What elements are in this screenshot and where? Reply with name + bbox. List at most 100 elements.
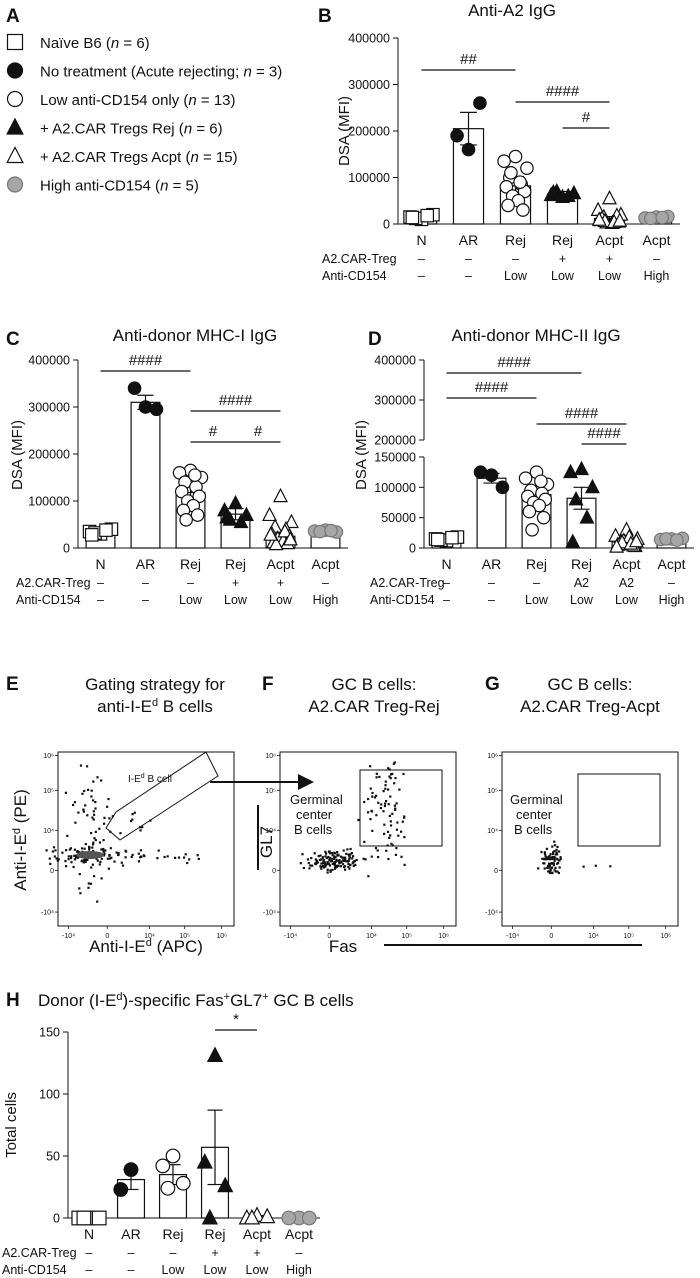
event-dot (177, 856, 181, 859)
event-dot (385, 800, 388, 803)
legend-label-1: Naïve B6 (n = 6) (40, 35, 150, 52)
y-tick-label: -10⁴ (263, 910, 276, 917)
condition-value: – (443, 593, 450, 607)
event-dot (403, 815, 406, 818)
data-point (262, 506, 278, 522)
event-dot (325, 852, 328, 855)
event-dot (95, 857, 98, 860)
y-tick-label: 200000 (374, 434, 416, 448)
event-dot (56, 859, 59, 862)
y-tick-label: 10⁵ (487, 788, 498, 795)
event-dot (103, 816, 106, 819)
category-label: AR (459, 232, 478, 248)
event-dot (543, 858, 546, 861)
event-dot (45, 849, 48, 852)
event-dot (84, 843, 87, 846)
condition-row-label: A2.CAR-Treg (322, 252, 397, 266)
data-point (520, 161, 534, 175)
condition-value: Low (269, 593, 293, 607)
event-dot (188, 858, 191, 861)
event-dot (367, 875, 370, 878)
x-tick-label: 10⁴ (366, 933, 377, 940)
event-dot (371, 795, 374, 798)
data-point (643, 211, 658, 226)
event-dot (377, 856, 380, 859)
event-dot (355, 858, 358, 862)
flow-f-gate-label-3: B cells (294, 822, 333, 837)
event-dot (556, 862, 559, 865)
event-dot (329, 869, 332, 872)
event-dot (554, 866, 557, 870)
event-dot (130, 855, 133, 859)
data-point (591, 211, 607, 226)
data-point (405, 210, 420, 225)
event-dot (322, 860, 325, 863)
category-label: N (416, 232, 426, 248)
event-dot (540, 851, 543, 854)
event-dot (92, 810, 95, 813)
y-axis-label: Total cells (3, 1092, 20, 1158)
category-label: AR (136, 556, 155, 572)
event-dot (131, 813, 134, 816)
event-dot (388, 775, 391, 778)
event-dot (91, 816, 94, 819)
condition-value: Low (162, 1263, 186, 1277)
event-dot (347, 853, 350, 856)
event-dot (115, 851, 118, 854)
category-label: Rej (162, 1226, 183, 1242)
event-dot (345, 860, 348, 863)
y-tick-label: 10⁵ (265, 788, 276, 795)
event-dot (375, 794, 378, 797)
condition-value: – (187, 576, 194, 590)
data-point (655, 210, 670, 225)
panel-letter-f: F (262, 674, 274, 695)
significance-label: #### (587, 425, 621, 442)
category-label: Acpt (612, 556, 640, 572)
data-point (174, 484, 189, 499)
y-axis-label: DSA (MFI) (9, 420, 26, 490)
category-label: N (84, 1226, 94, 1242)
event-dot (102, 839, 105, 842)
event-dot (103, 852, 106, 855)
event-dot (307, 862, 310, 865)
legend: Naïve B6 (n = 6)No treatment (Acute reje… (6, 33, 282, 195)
event-dot (376, 849, 379, 852)
event-dot (65, 865, 68, 868)
event-dot (327, 855, 330, 859)
event-dot (92, 841, 95, 844)
event-dot (174, 856, 177, 859)
event-dot (98, 863, 101, 866)
event-dot (394, 777, 397, 780)
event-dot (313, 852, 316, 855)
flow-f-frame (279, 751, 457, 927)
event-dot (557, 871, 560, 875)
event-dot (543, 867, 546, 870)
data-point (301, 1210, 317, 1226)
event-dot (391, 772, 394, 775)
condition-value: – (97, 576, 104, 590)
legend-marker-open-triangle (6, 146, 24, 164)
panel-letter-c: C (6, 329, 20, 350)
data-point (568, 491, 584, 506)
event-dot (98, 841, 102, 844)
event-dot (326, 871, 329, 874)
event-dot (394, 853, 397, 856)
event-dot (537, 867, 540, 870)
event-dot (324, 855, 327, 858)
event-dot (335, 858, 338, 861)
event-dot (337, 864, 340, 867)
event-dot (108, 854, 111, 857)
data-point (160, 1180, 176, 1196)
event-dot (336, 854, 339, 857)
event-dot (375, 814, 378, 817)
flow-e-title-2: anti-I-Ed B cells (97, 697, 213, 716)
panel-letter-a: A (6, 6, 20, 27)
event-dot (349, 847, 352, 851)
event-dot (394, 807, 397, 810)
event-dot (391, 844, 394, 847)
event-dot (384, 787, 387, 790)
event-dot (357, 818, 360, 822)
event-dot (85, 858, 88, 862)
event-dot (403, 836, 406, 839)
event-dot (89, 882, 93, 885)
